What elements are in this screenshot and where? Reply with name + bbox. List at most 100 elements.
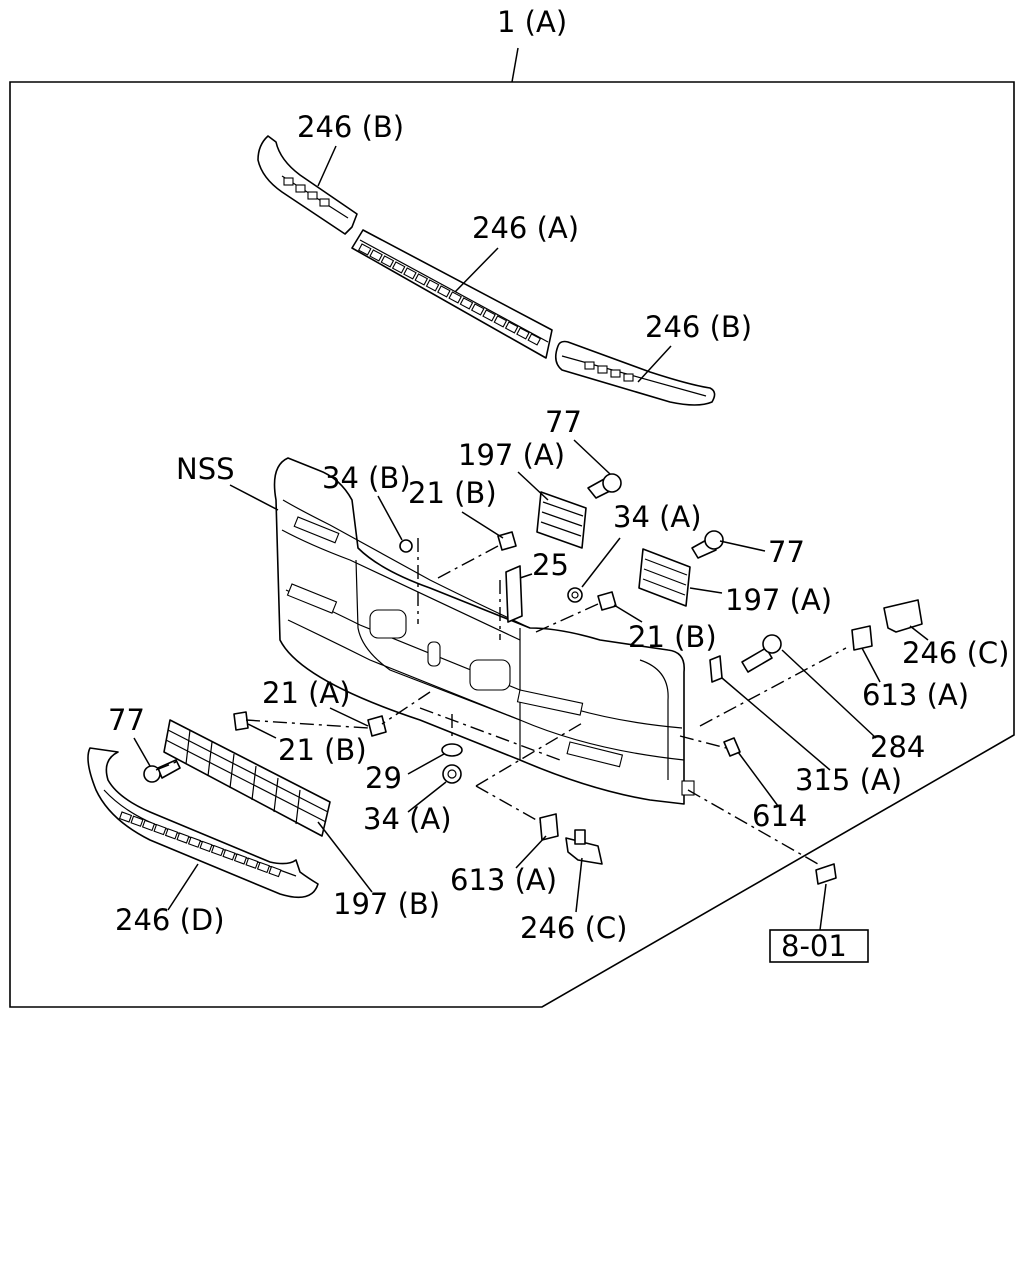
screw-77-right-label: 77	[768, 535, 805, 569]
spoiler-right-piece	[554, 340, 716, 406]
clip-21a	[367, 715, 387, 737]
screw-77-left-leader	[133, 737, 151, 767]
spoiler-center-piece	[351, 229, 553, 359]
clip-246c-lower-label: 246 (C)	[520, 911, 627, 945]
clip-246c-lower	[565, 829, 603, 865]
clip-613a-lower-leader	[515, 835, 547, 869]
vent-slot	[153, 823, 167, 836]
clip-21b-left	[497, 531, 517, 551]
vent-slot	[425, 279, 440, 292]
nut-34b-label: 34 (B)	[322, 461, 411, 495]
nut-34a-lower	[442, 764, 462, 784]
vent-slot	[493, 315, 508, 328]
nut-34a-upper-label: 34 (A)	[613, 500, 702, 534]
washer-29	[441, 743, 463, 757]
spoiler-lower-piece	[87, 747, 319, 899]
grille-197a-right-label: 197 (A)	[725, 583, 832, 617]
assembly-label: 1 (A)	[497, 5, 567, 39]
washer-29-leader	[407, 753, 445, 775]
clip-613a-lower-label: 613 (A)	[450, 863, 557, 897]
grille-197a-left-leader	[517, 471, 549, 501]
nut-34b	[399, 539, 413, 553]
vent-slot	[459, 297, 474, 310]
vent-slot	[482, 309, 496, 322]
vent-slot	[357, 243, 372, 256]
nut-34a-upper	[567, 587, 583, 603]
vent-slot	[141, 819, 156, 832]
vent-slot	[527, 333, 542, 346]
vent-slot	[130, 815, 144, 827]
ref-part-8-01	[815, 863, 837, 885]
clip-246c-lower-leader	[575, 857, 583, 913]
grille-197a-left-label: 197 (A)	[458, 438, 565, 472]
spoiler-right-label: 246 (B)	[645, 310, 752, 344]
vent-slot	[470, 303, 485, 316]
clip-613a-right-label: 613 (A)	[862, 678, 969, 712]
vent-slot	[437, 285, 451, 298]
clip-613a-right	[851, 625, 873, 651]
vent-slot	[233, 853, 248, 865]
spoiler-center-leader	[454, 247, 499, 293]
vent-slot	[380, 255, 395, 268]
grille-197b	[163, 719, 331, 837]
grille-197a-left	[536, 491, 587, 549]
vent-slot	[414, 273, 429, 286]
spoiler-left-piece	[257, 135, 358, 235]
front-bumper	[273, 457, 695, 805]
bracket-315a-leader	[721, 677, 831, 771]
screw-77-top-label: 77	[545, 405, 582, 439]
vent-slot	[504, 321, 519, 334]
clip-613a-right-leader	[861, 647, 881, 683]
assembly-frame	[9, 81, 1015, 1008]
bulb-614-label: 614	[752, 799, 807, 833]
ref-box	[769, 929, 869, 963]
vent-slot	[268, 865, 282, 878]
bracket-25-label: 25	[532, 548, 569, 582]
vent-slot	[516, 327, 530, 340]
grille-197a-right-leader	[689, 587, 723, 594]
vent-slot	[448, 291, 462, 304]
spoiler-right-leader	[637, 345, 672, 383]
clip-21b-lower-leader	[247, 723, 277, 739]
bolt-284-label: 284	[870, 730, 925, 764]
bracket-315a-label: 315 (A)	[795, 763, 902, 797]
spoiler-lower-label: 246 (D)	[115, 903, 225, 937]
bulb-614	[723, 737, 741, 757]
clip-246c-right-leader	[909, 625, 929, 641]
washer-29-label: 29	[365, 761, 402, 795]
bolt-284-leader	[781, 649, 877, 739]
clip-21b-lower-label: 21 (B)	[278, 733, 367, 767]
vent-slot	[245, 857, 259, 869]
screw-77-top	[587, 473, 622, 499]
clip-246c-right	[883, 599, 923, 633]
spoiler-center-label: 246 (A)	[472, 211, 579, 245]
vent-slot	[210, 844, 225, 857]
clip-21b-right-label: 21 (B)	[628, 620, 717, 654]
screw-77-top-leader	[573, 439, 611, 475]
grille-197b-leader	[317, 821, 373, 893]
bracket-315a	[709, 655, 723, 683]
ref-box-label: 8-01	[781, 929, 847, 963]
bolt-284	[741, 634, 782, 673]
vent-slot	[187, 836, 202, 848]
screw-77-left-label: 77	[108, 703, 145, 737]
clip-21a-label: 21 (A)	[262, 676, 351, 710]
bulb-614-leader	[737, 751, 779, 807]
grille-197a-right	[638, 548, 691, 607]
nut-34a-lower-leader	[407, 781, 447, 813]
clip-21b-right	[597, 591, 617, 611]
vent-slot	[222, 849, 236, 861]
vent-slot	[199, 840, 213, 853]
assembly-leader	[511, 47, 519, 83]
nut-34b-leader	[377, 495, 403, 541]
nss-label: NSS	[176, 452, 235, 486]
spoiler-left-label: 246 (B)	[297, 110, 404, 144]
ref-box-leader	[819, 883, 827, 931]
vent-slot	[176, 832, 190, 844]
clip-21b-lower	[233, 711, 249, 731]
grille-197b-label: 197 (B)	[333, 887, 440, 921]
bracket-25-leader	[519, 573, 533, 579]
clip-21b-right-leader	[613, 604, 643, 623]
vent-slot	[403, 267, 417, 280]
